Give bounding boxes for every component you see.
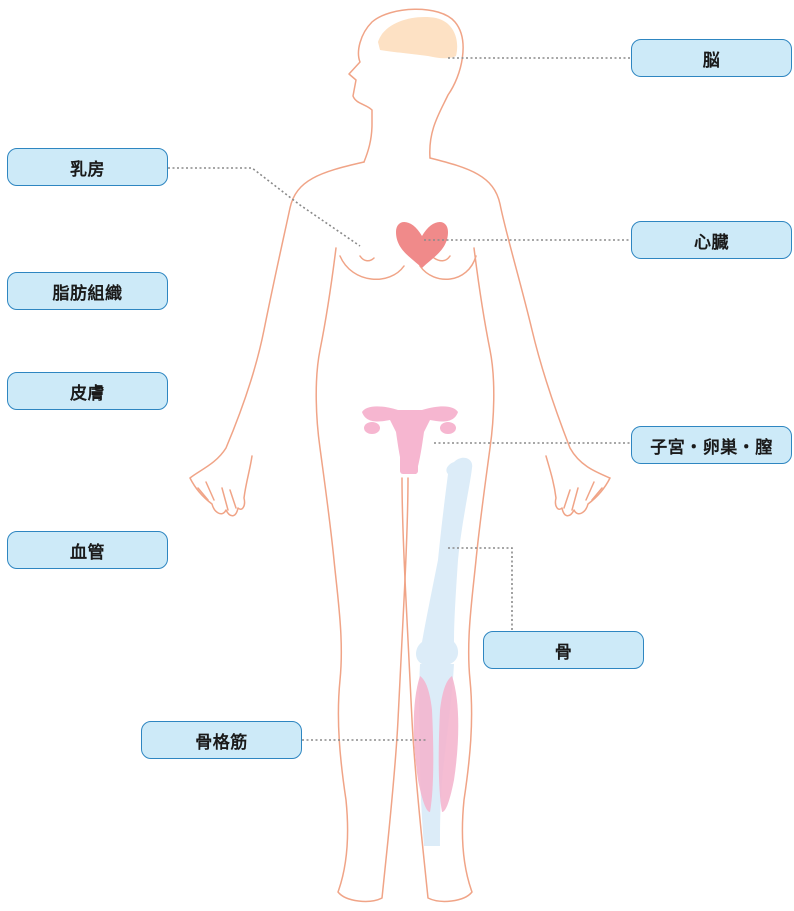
label-adipose: 脂肪組織 (7, 272, 168, 310)
label-skin: 皮膚 (7, 372, 168, 410)
label-vessel: 血管 (7, 531, 168, 569)
label-heart: 心臓 (631, 221, 792, 259)
brain-shape (378, 17, 457, 58)
label-breast: 乳房 (7, 148, 168, 186)
label-bone: 骨 (483, 631, 644, 669)
leader-breast (168, 168, 360, 246)
label-muscle: 骨格筋 (141, 721, 302, 759)
label-brain: 脳 (631, 39, 792, 77)
label-uterus: 子宮・卵巣・膣 (631, 426, 792, 464)
uterus-shape (362, 406, 458, 474)
